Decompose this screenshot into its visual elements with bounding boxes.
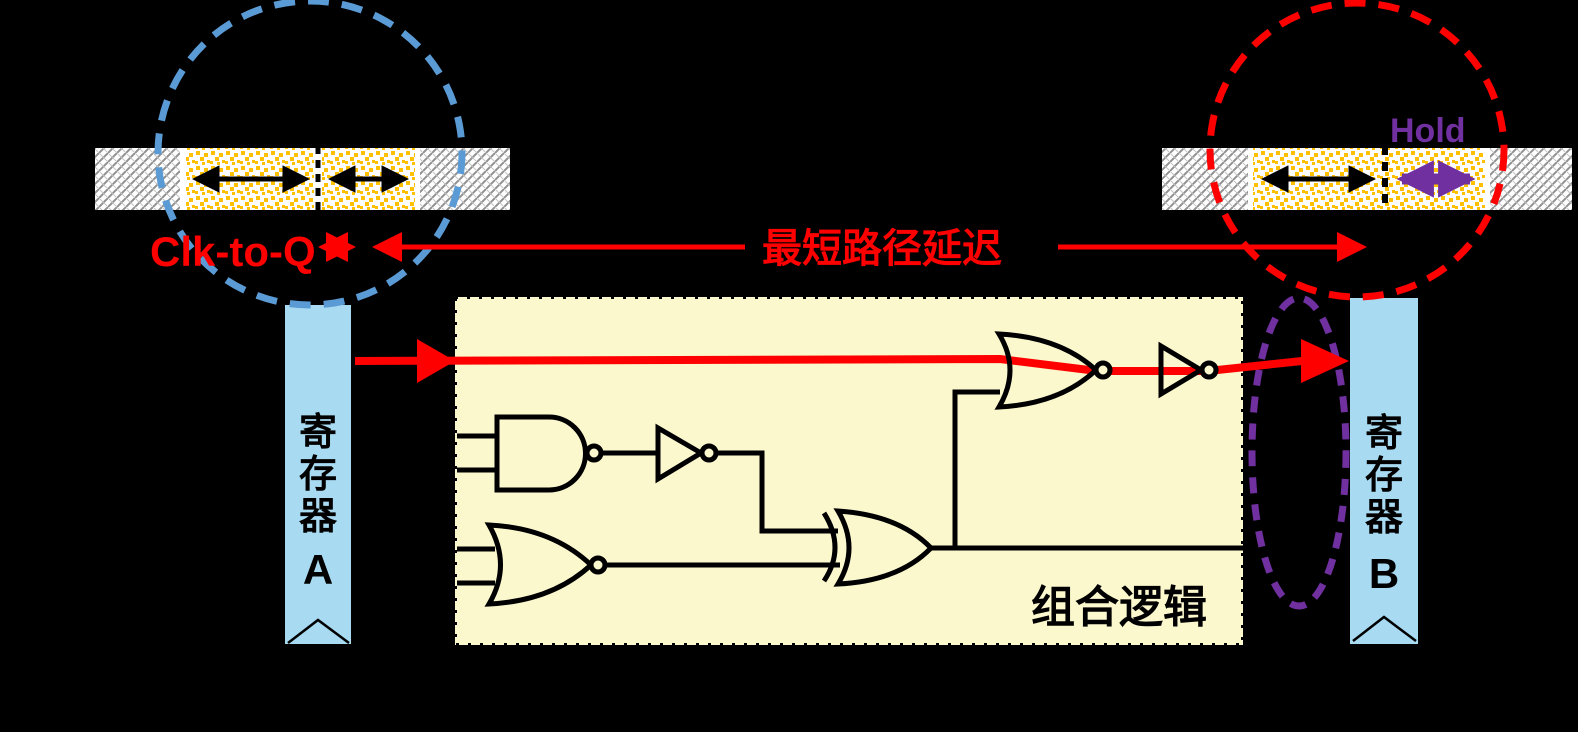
inversion-bubble-icon — [1093, 360, 1113, 380]
nor-gate-upper — [994, 331, 1113, 410]
shortest-path-delay-label: 最短路径延迟 — [762, 227, 1002, 271]
nor-gate-lower — [484, 522, 608, 607]
logic-box-outline — [453, 295, 1245, 647]
red-highlight-circle — [1206, 0, 1508, 301]
register-a: 寄 存 器 A — [285, 305, 351, 645]
register-a-char: 存 — [299, 454, 337, 496]
register-b-char: 器 — [1365, 497, 1404, 539]
combinational-logic-box: 组合逻辑 — [453, 295, 1245, 647]
inversion-bubble-icon — [1199, 360, 1219, 380]
blue-highlight-circle — [154, 0, 466, 309]
hatched-segment — [1162, 148, 1248, 210]
clock-period-bar-right — [1162, 146, 1572, 212]
inversion-bubble-icon — [588, 555, 608, 575]
nand-gate — [494, 414, 604, 493]
logic-wires — [457, 389, 1243, 586]
wire — [952, 389, 1000, 548]
clock-chevron-icon — [1352, 615, 1417, 642]
register-b-letter: B — [1369, 550, 1399, 597]
hatched-segment — [95, 148, 180, 210]
red-arrowhead-icon — [1301, 339, 1349, 383]
register-a-letter: A — [303, 546, 333, 593]
register-b: 寄 存 器 B — [1350, 298, 1418, 644]
hold-label: Hold — [1390, 112, 1466, 150]
inverter-2 — [1158, 341, 1219, 399]
register-b-char: 存 — [1365, 455, 1403, 497]
wire — [716, 450, 838, 534]
purple-highlight-ellipse — [1248, 294, 1350, 610]
clock-chevron-icon — [287, 618, 350, 645]
register-a-char: 寄 — [299, 412, 337, 454]
logic-label: 组合逻辑 — [1031, 583, 1207, 632]
red-arrowhead-icon — [417, 339, 455, 383]
register-a-char: 器 — [299, 496, 338, 538]
clock-period-bar-left — [95, 146, 510, 212]
clk-to-q-label: Clk-to-Q — [150, 228, 316, 275]
register-b-char: 寄 — [1365, 413, 1403, 455]
inverter-1 — [655, 423, 719, 484]
register-a-body — [285, 305, 351, 644]
delay-annotation: Clk-to-Q 最短路径延迟 — [150, 227, 1367, 275]
inversion-bubble-icon — [699, 443, 719, 463]
inversion-bubble-icon — [584, 443, 604, 463]
xor-gate — [821, 508, 935, 587]
register-b-body — [1350, 298, 1418, 644]
